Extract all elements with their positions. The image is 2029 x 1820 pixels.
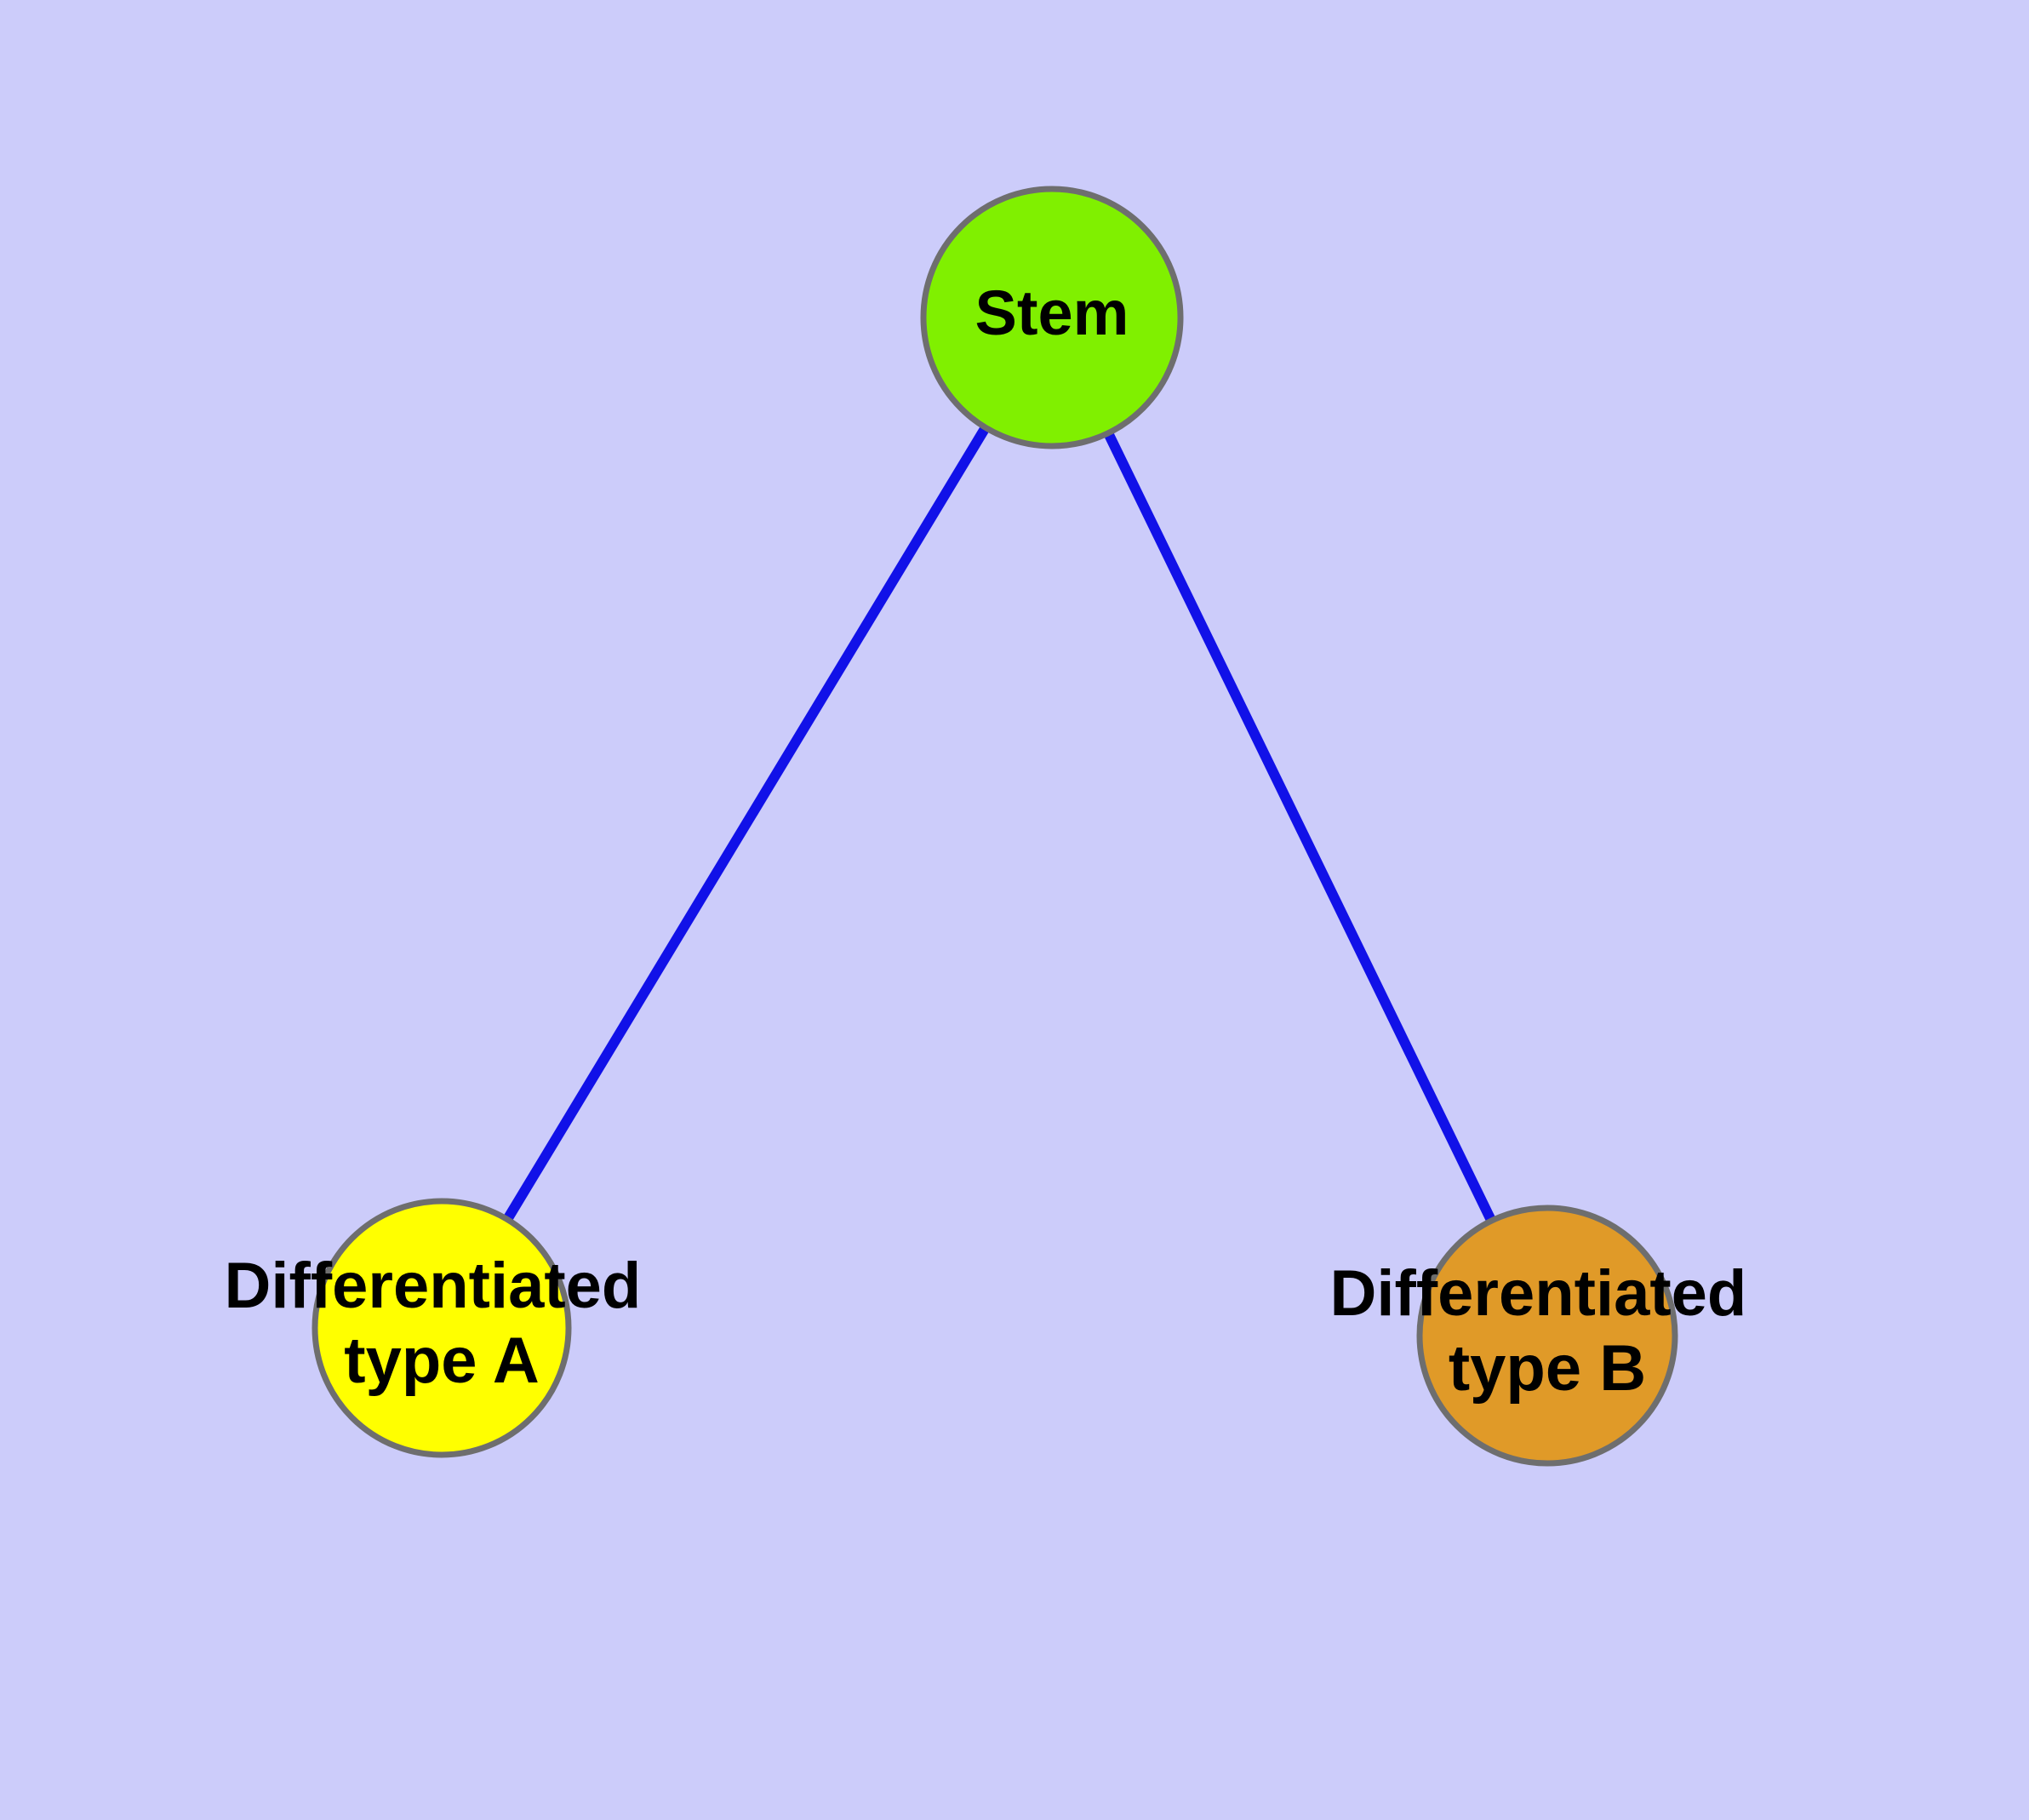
differentiated-type-a-node-circle[interactable]	[311, 1198, 572, 1458]
differentiated-type-b-node-label-line-2: type B	[1449, 1332, 1646, 1405]
stem-node-label: Stem	[975, 278, 1129, 348]
differentiated-type-b-node-label-line-1: Differentiated	[1330, 1257, 1747, 1330]
differentiated-type-b-node-circle[interactable]	[1416, 1205, 1678, 1467]
node-differentiated-type-b[interactable]	[1416, 1205, 1678, 1467]
node-differentiated-type-a[interactable]	[311, 1198, 572, 1458]
differentiated-type-a-node-label-line-2: type A	[344, 1325, 539, 1397]
node-stem[interactable]	[920, 186, 1184, 449]
stem-node-circle[interactable]	[920, 186, 1184, 449]
edge-stem-to-differentiated-type-a[interactable]	[437, 314, 1057, 1331]
edge-stem-to-differentiated-type-b[interactable]	[1047, 315, 1552, 1338]
differentiated-type-b-node-label: Differentiated type B	[1330, 1257, 1765, 1405]
label-layer: Stem Differentiated type A Differentiate…	[225, 278, 1765, 1405]
node-layer	[311, 186, 1678, 1467]
edge-layer	[437, 314, 1552, 1338]
differentiated-type-a-node-label-line-1: Differentiated	[225, 1250, 642, 1322]
stem-node-label-line-1: Stem	[975, 278, 1129, 348]
differentiated-type-a-node-label: Differentiated type A	[225, 1250, 660, 1397]
